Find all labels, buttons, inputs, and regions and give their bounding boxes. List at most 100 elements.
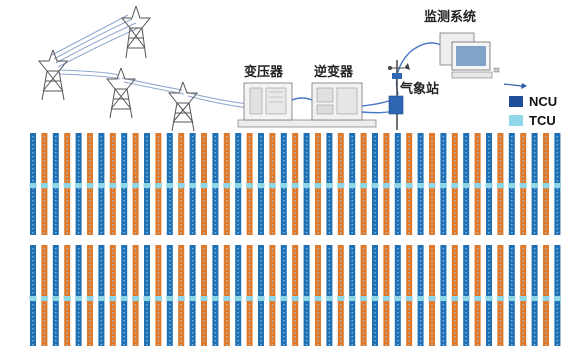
panel-cell bbox=[237, 272, 239, 274]
panel-cell bbox=[545, 164, 547, 166]
panel-cell bbox=[32, 304, 34, 306]
panel-cell bbox=[283, 180, 285, 182]
panel-cell bbox=[408, 308, 410, 310]
panel-cell bbox=[180, 204, 182, 206]
panel-cell bbox=[248, 180, 251, 182]
panel-cell bbox=[522, 280, 524, 282]
panel-cell bbox=[66, 156, 68, 158]
panel-cell bbox=[476, 288, 479, 290]
panel-cell bbox=[112, 312, 114, 314]
panel-cell bbox=[351, 340, 353, 342]
panel-cell bbox=[203, 180, 205, 182]
panel-cell bbox=[545, 340, 547, 342]
legend-label-tcu: TCU bbox=[529, 113, 556, 128]
panel-cell bbox=[545, 176, 547, 178]
panel-cell bbox=[454, 320, 456, 322]
panel-cell bbox=[397, 216, 399, 218]
panel-cell bbox=[134, 340, 137, 342]
panel-cell bbox=[283, 200, 285, 202]
panel-cell bbox=[237, 328, 239, 330]
panel-cell bbox=[55, 260, 57, 262]
panel-cell bbox=[499, 144, 502, 146]
panel-cell bbox=[169, 192, 171, 194]
panel-cell bbox=[203, 224, 205, 226]
panel-cell bbox=[522, 168, 524, 170]
panel-cell bbox=[260, 264, 262, 266]
panel-cell bbox=[442, 216, 445, 218]
panel-cell bbox=[385, 232, 388, 234]
panel-cell bbox=[328, 292, 331, 294]
panel-cell bbox=[419, 336, 422, 338]
panel-cell bbox=[476, 292, 479, 294]
panel-cell bbox=[100, 272, 103, 274]
panel-cell bbox=[419, 332, 422, 334]
panel-cell bbox=[123, 144, 125, 146]
panel-cell bbox=[522, 328, 524, 330]
panel-cell bbox=[442, 152, 445, 154]
panel-cell bbox=[134, 288, 137, 290]
panel-cell bbox=[226, 220, 228, 222]
panel-cell bbox=[545, 148, 547, 150]
panel-cell bbox=[248, 192, 251, 194]
panel-cell bbox=[362, 172, 365, 174]
panel-cell bbox=[157, 168, 160, 170]
panel-cell bbox=[305, 340, 308, 342]
panel-cell bbox=[66, 292, 68, 294]
panel-cell bbox=[157, 156, 160, 158]
panel-cell bbox=[317, 160, 319, 162]
panel-cell bbox=[43, 140, 46, 142]
panel-cell bbox=[419, 248, 422, 250]
panel-cell bbox=[340, 224, 342, 226]
panel-cell bbox=[134, 160, 137, 162]
legend-swatch-ncu bbox=[509, 96, 523, 107]
panel-cell bbox=[419, 200, 422, 202]
panel-cell bbox=[408, 176, 410, 178]
panel-cell bbox=[556, 316, 559, 318]
panel-cell bbox=[328, 136, 331, 138]
panel-cell bbox=[123, 208, 125, 210]
panel-cell bbox=[180, 140, 182, 142]
panel-cell bbox=[226, 152, 228, 154]
panel-cell bbox=[146, 192, 148, 194]
panel-cell bbox=[397, 268, 399, 270]
panel-cell bbox=[191, 272, 194, 274]
panel-cell bbox=[32, 216, 34, 218]
panel-cell bbox=[283, 268, 285, 270]
panel-cell bbox=[419, 148, 422, 150]
panel-cell bbox=[556, 196, 559, 198]
panel-cell bbox=[89, 168, 91, 170]
panel-cell bbox=[442, 292, 445, 294]
panel-cell bbox=[237, 148, 239, 150]
panel-cell bbox=[294, 152, 296, 154]
panel-cell bbox=[89, 324, 91, 326]
panel-cell bbox=[146, 176, 148, 178]
panel-cell bbox=[260, 232, 262, 234]
panel-cell bbox=[123, 148, 125, 150]
panel-cell bbox=[408, 188, 410, 190]
panel-cell bbox=[499, 160, 502, 162]
panel-cell bbox=[499, 208, 502, 210]
panel-cell bbox=[157, 160, 160, 162]
panel-cell bbox=[55, 168, 57, 170]
panel-cell bbox=[248, 204, 251, 206]
panel-cell bbox=[66, 180, 68, 182]
panel-cell bbox=[89, 260, 91, 262]
panel-cell bbox=[351, 144, 353, 146]
panel-cell bbox=[180, 324, 182, 326]
panel-cell bbox=[55, 252, 57, 254]
panel-cell bbox=[362, 216, 365, 218]
panel-cell bbox=[454, 340, 456, 342]
panel-cell bbox=[374, 228, 376, 230]
panel-column bbox=[474, 245, 481, 346]
panel-cell bbox=[89, 196, 91, 198]
panel-cell bbox=[237, 196, 239, 198]
panel-cell bbox=[203, 312, 205, 314]
panel-cell bbox=[397, 156, 399, 158]
panel-cell bbox=[362, 340, 365, 342]
panel-cell bbox=[374, 336, 376, 338]
panel-cell bbox=[340, 312, 342, 314]
panel-cell bbox=[112, 232, 114, 234]
panel-cell bbox=[146, 312, 148, 314]
panel-cell bbox=[419, 140, 422, 142]
panel-cell bbox=[89, 280, 91, 282]
